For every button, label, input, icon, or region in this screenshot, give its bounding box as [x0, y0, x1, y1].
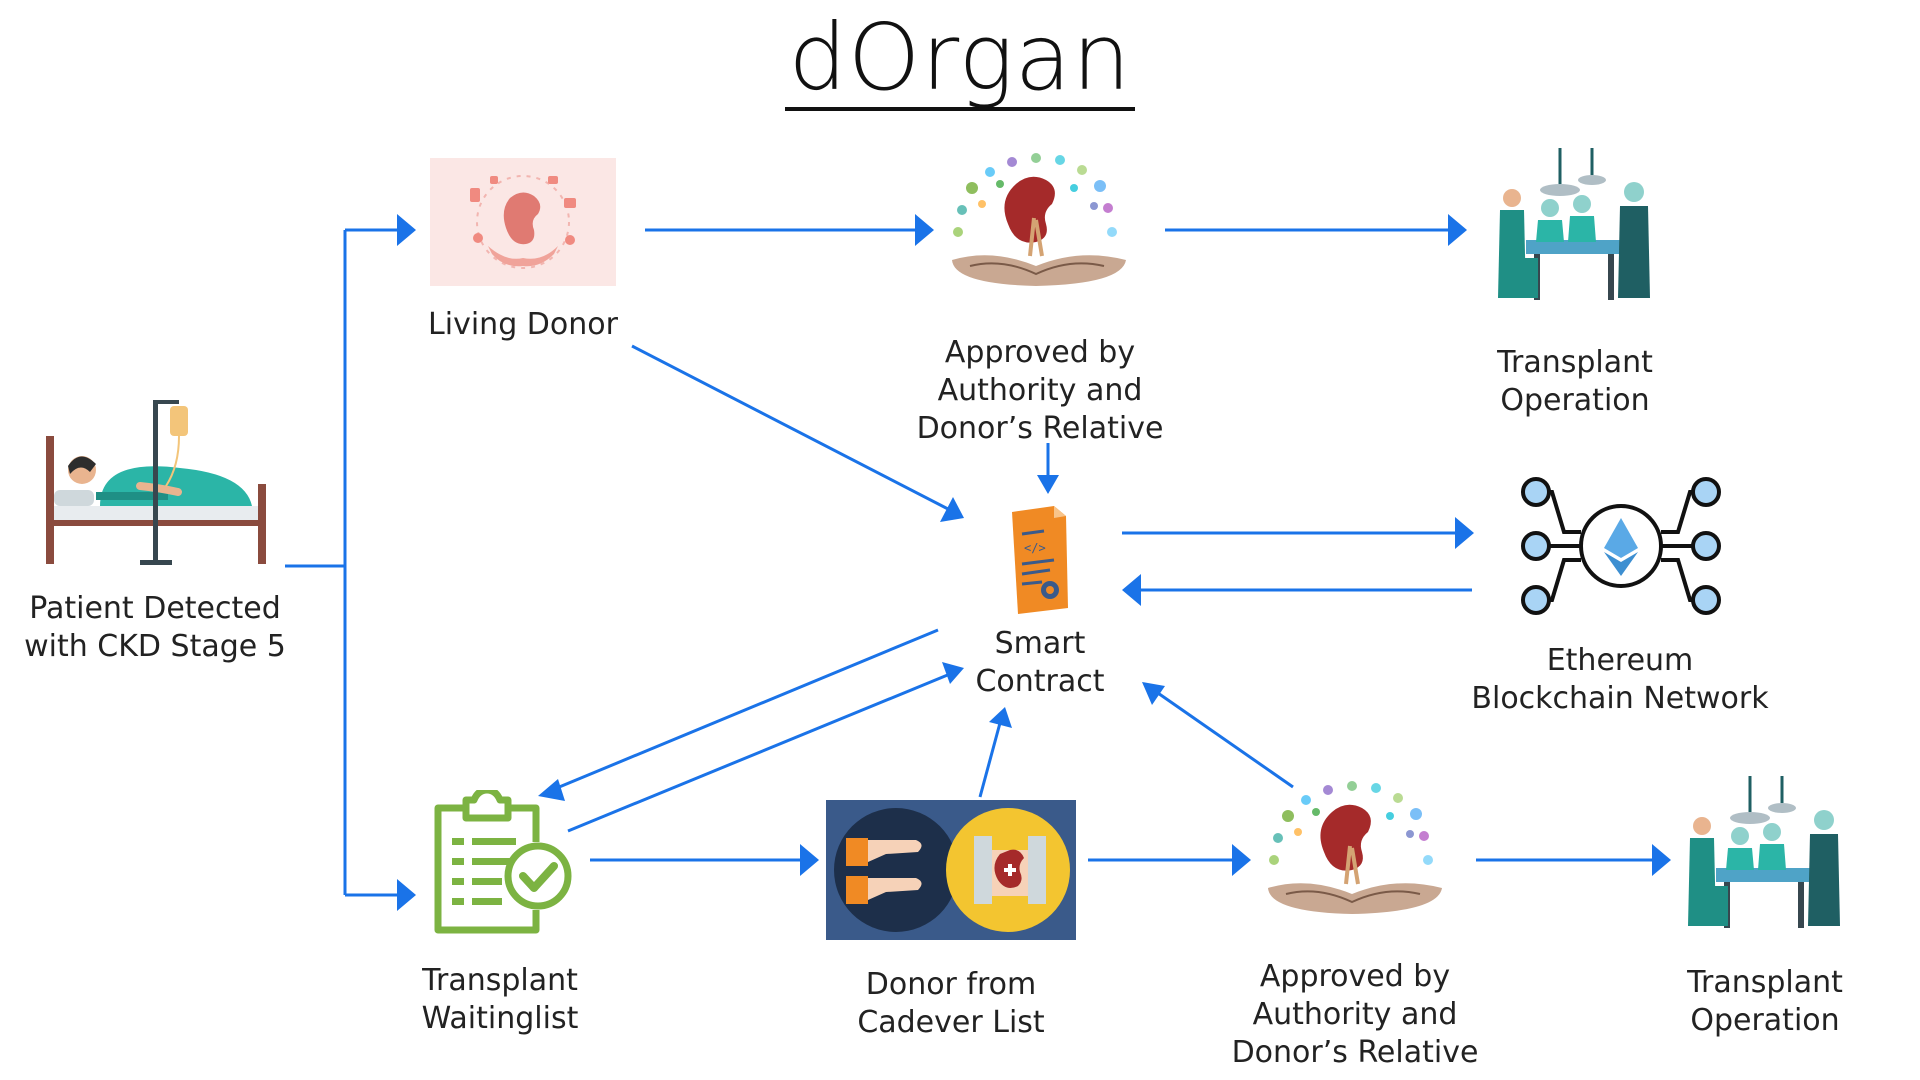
arrowhead [989, 707, 1012, 728]
smart-contract-label: Smart Contract [975, 626, 1105, 699]
approved-top-label: Approved by Authority and Donor’s Relati… [916, 335, 1164, 446]
smart-contract-node[interactable]: </> [1004, 504, 1074, 620]
ethereum-node[interactable] [1518, 470, 1724, 622]
patient-bed-icon [46, 400, 266, 565]
arrow-contract-to-waitinglist [551, 628, 939, 792]
arrowhead [1232, 844, 1251, 876]
living-donor-label: Living Donor [428, 307, 618, 342]
ethereum-network-icon [1521, 477, 1721, 615]
arrowhead [1142, 682, 1165, 705]
arrow-waitinglist-to-contract [567, 672, 951, 833]
arrowhead [915, 214, 934, 246]
approved-bottom-label: Approved by Authority and Donor’s Relati… [1231, 959, 1479, 1070]
arrowhead [940, 497, 964, 522]
transplant-bottom-label: Transplant Operation [1687, 965, 1843, 1038]
surgery-team-icon [1688, 776, 1840, 928]
arrowhead [1122, 574, 1141, 606]
ethereum-label: Ethereum Blockchain Network [1471, 643, 1769, 716]
kidney-donor-icon [430, 158, 616, 286]
arrowhead [397, 879, 416, 911]
waitinglist-label: Transplant Waitinglist [421, 963, 579, 1036]
cadaver-label: Donor from Cadever List [857, 967, 1045, 1040]
arrow-living-to-contract [631, 344, 949, 511]
waitinglist-node[interactable] [426, 790, 576, 936]
approved-top-node[interactable] [912, 148, 1162, 296]
organ-exchange-icon [826, 800, 1076, 940]
cadaver-node[interactable] [826, 800, 1076, 940]
patient-label: Patient Detected with CKD Stage 5 [24, 591, 286, 664]
diagram-title: dOrgan [0, 4, 1920, 111]
arrow-approved-bottom-to-contract [1154, 689, 1294, 789]
living-donor-node[interactable] [430, 158, 616, 286]
arrowhead [1455, 517, 1474, 549]
transplant-top-node[interactable] [1490, 148, 1660, 308]
patient-node[interactable] [40, 396, 270, 571]
arrowhead [538, 779, 565, 801]
kidney-hands-icon [1268, 781, 1442, 914]
approved-bottom-node[interactable] [1228, 776, 1478, 924]
arrowhead [1448, 214, 1467, 246]
arrowhead [800, 844, 819, 876]
surgery-team-icon [1498, 148, 1650, 300]
arrowhead [1652, 844, 1671, 876]
kidney-hands-icon [952, 153, 1126, 286]
transplant-top-label: Transplant Operation [1497, 345, 1653, 418]
patient-branch-line [285, 228, 400, 897]
transplant-bottom-node[interactable] [1680, 776, 1850, 936]
arrow-cadaver-to-contract [978, 722, 1002, 798]
arrowhead [942, 662, 964, 684]
clipboard-check-icon [434, 790, 572, 934]
arrowhead [397, 214, 416, 246]
svg-text:</>: </> [1024, 541, 1046, 555]
arrowhead [1037, 475, 1059, 494]
contract-document-icon: </> [1012, 506, 1068, 614]
